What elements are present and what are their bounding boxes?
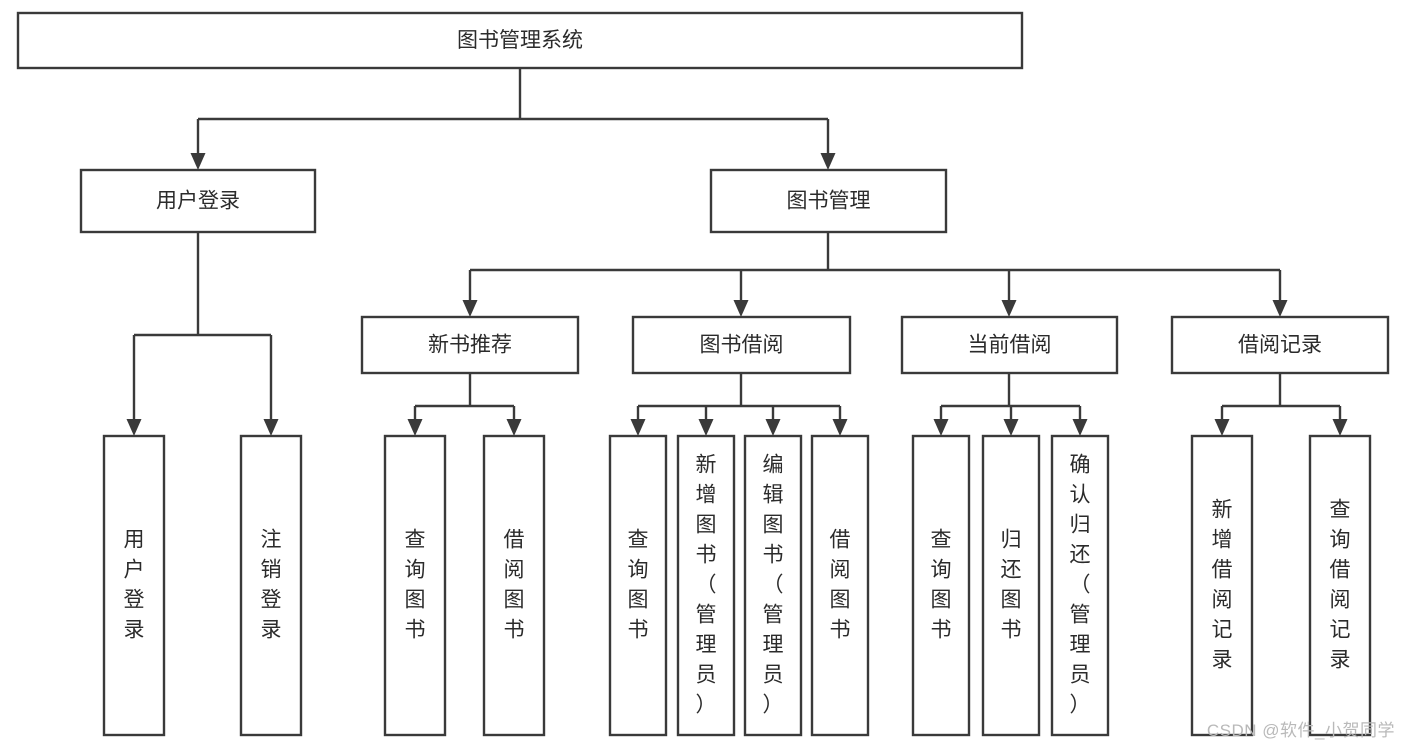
- node-label: 确认归还（管理员）: [1070, 453, 1091, 716]
- node-leaf-9[interactable]: 归还图书: [981, 434, 1041, 737]
- node-box-outline: [79, 168, 317, 234]
- arrow-head-icon: [698, 419, 714, 436]
- node-box-outline: [911, 434, 971, 737]
- connector-edges-layer: [126, 68, 1348, 436]
- arrow-head-icon: [1072, 419, 1088, 436]
- node-root-system[interactable]: 图书管理系统: [16, 11, 1024, 70]
- node-box-outline: [383, 434, 447, 737]
- node-level2-0[interactable]: 用户登录: [79, 168, 317, 234]
- arrow-head-icon: [933, 419, 949, 436]
- node-label: 查询图书: [931, 528, 952, 641]
- node-leaf-7[interactable]: 借阅图书: [810, 434, 870, 737]
- node-leaf-2[interactable]: 查询图书: [383, 434, 447, 737]
- arrow-head-icon: [1272, 300, 1288, 317]
- node-label: 当前借阅: [968, 334, 1052, 357]
- arrow-head-icon: [126, 419, 142, 436]
- node-level3-2[interactable]: 当前借阅: [900, 315, 1119, 375]
- node-box-outline: [743, 434, 803, 737]
- node-leaf-10[interactable]: 确认归还（管理员）: [1050, 434, 1110, 737]
- edge-group: [630, 373, 848, 436]
- node-box-outline: [360, 315, 580, 375]
- node-label: 借阅记录: [1238, 334, 1322, 357]
- node-label: 用户登录: [156, 190, 240, 213]
- node-label: 用户登录: [124, 528, 145, 641]
- arrow-head-icon: [263, 419, 279, 436]
- arrow-head-icon: [462, 300, 478, 317]
- node-leaf-11[interactable]: 新增借阅记录: [1190, 434, 1254, 737]
- node-box-outline: [1050, 434, 1110, 737]
- node-label: 归还图书: [1001, 528, 1022, 641]
- node-box-outline: [102, 434, 166, 737]
- edge-group: [126, 232, 279, 436]
- arrow-head-icon: [190, 153, 206, 170]
- arrow-head-icon: [765, 419, 781, 436]
- node-box-outline: [482, 434, 546, 737]
- edge-group: [407, 373, 522, 436]
- node-box-outline: [1190, 434, 1254, 737]
- arrow-head-icon: [1003, 419, 1019, 436]
- node-level3-1[interactable]: 图书借阅: [631, 315, 852, 375]
- node-label: 注销登录: [261, 528, 282, 641]
- node-label: 查询图书: [405, 528, 426, 641]
- node-leaf-4[interactable]: 查询图书: [608, 434, 668, 737]
- edge-group: [190, 68, 836, 170]
- arrow-head-icon: [733, 300, 749, 317]
- node-label: 新书推荐: [428, 334, 512, 357]
- node-box-outline: [1308, 434, 1372, 737]
- node-box-outline: [631, 315, 852, 375]
- node-box-outline: [810, 434, 870, 737]
- arrow-head-icon: [832, 419, 848, 436]
- node-leaf-8[interactable]: 查询图书: [911, 434, 971, 737]
- node-boxes-layer: 图书管理系统用户登录图书管理新书推荐图书借阅当前借阅借阅记录用户登录注销登录查询…: [16, 11, 1390, 737]
- arrow-head-icon: [1001, 300, 1017, 317]
- node-box-outline: [676, 434, 736, 737]
- edge-group: [933, 373, 1088, 436]
- node-leaf-0[interactable]: 用户登录: [102, 434, 166, 737]
- node-leaf-12[interactable]: 查询借阅记录: [1308, 434, 1372, 737]
- node-box-outline: [900, 315, 1119, 375]
- node-label: 新增借阅记录: [1212, 498, 1233, 671]
- arrow-head-icon: [1332, 419, 1348, 436]
- arrow-head-icon: [630, 419, 646, 436]
- node-leaf-3[interactable]: 借阅图书: [482, 434, 546, 737]
- edge-group: [462, 232, 1288, 317]
- node-label: 查询图书: [628, 528, 649, 641]
- node-label: 借阅图书: [830, 528, 851, 641]
- node-box-outline: [709, 168, 948, 234]
- arrow-head-icon: [506, 419, 522, 436]
- node-label: 图书管理: [787, 190, 871, 213]
- node-label: 查询借阅记录: [1330, 498, 1351, 671]
- node-level3-0[interactable]: 新书推荐: [360, 315, 580, 375]
- node-label: 借阅图书: [504, 528, 525, 641]
- edge-group: [1214, 373, 1348, 436]
- node-leaf-5[interactable]: 新增图书（管理员）: [676, 434, 736, 737]
- node-leaf-6[interactable]: 编辑图书（管理员）: [743, 434, 803, 737]
- node-box-outline: [16, 11, 1024, 70]
- node-label: 图书借阅: [700, 334, 784, 357]
- arrow-head-icon: [1214, 419, 1230, 436]
- node-label: 图书管理系统: [457, 29, 583, 52]
- node-level2-1[interactable]: 图书管理: [709, 168, 948, 234]
- arrow-head-icon: [407, 419, 423, 436]
- node-box-outline: [608, 434, 668, 737]
- node-label: 新增图书（管理员）: [696, 453, 717, 716]
- node-box-outline: [239, 434, 303, 737]
- node-level3-3[interactable]: 借阅记录: [1170, 315, 1390, 375]
- node-label: 编辑图书（管理员）: [763, 453, 784, 716]
- node-box-outline: [1170, 315, 1390, 375]
- node-leaf-1[interactable]: 注销登录: [239, 434, 303, 737]
- node-box-outline: [981, 434, 1041, 737]
- arrow-head-icon: [820, 153, 836, 170]
- csdn-watermark: CSDN @软件_小贺同学: [1206, 721, 1395, 740]
